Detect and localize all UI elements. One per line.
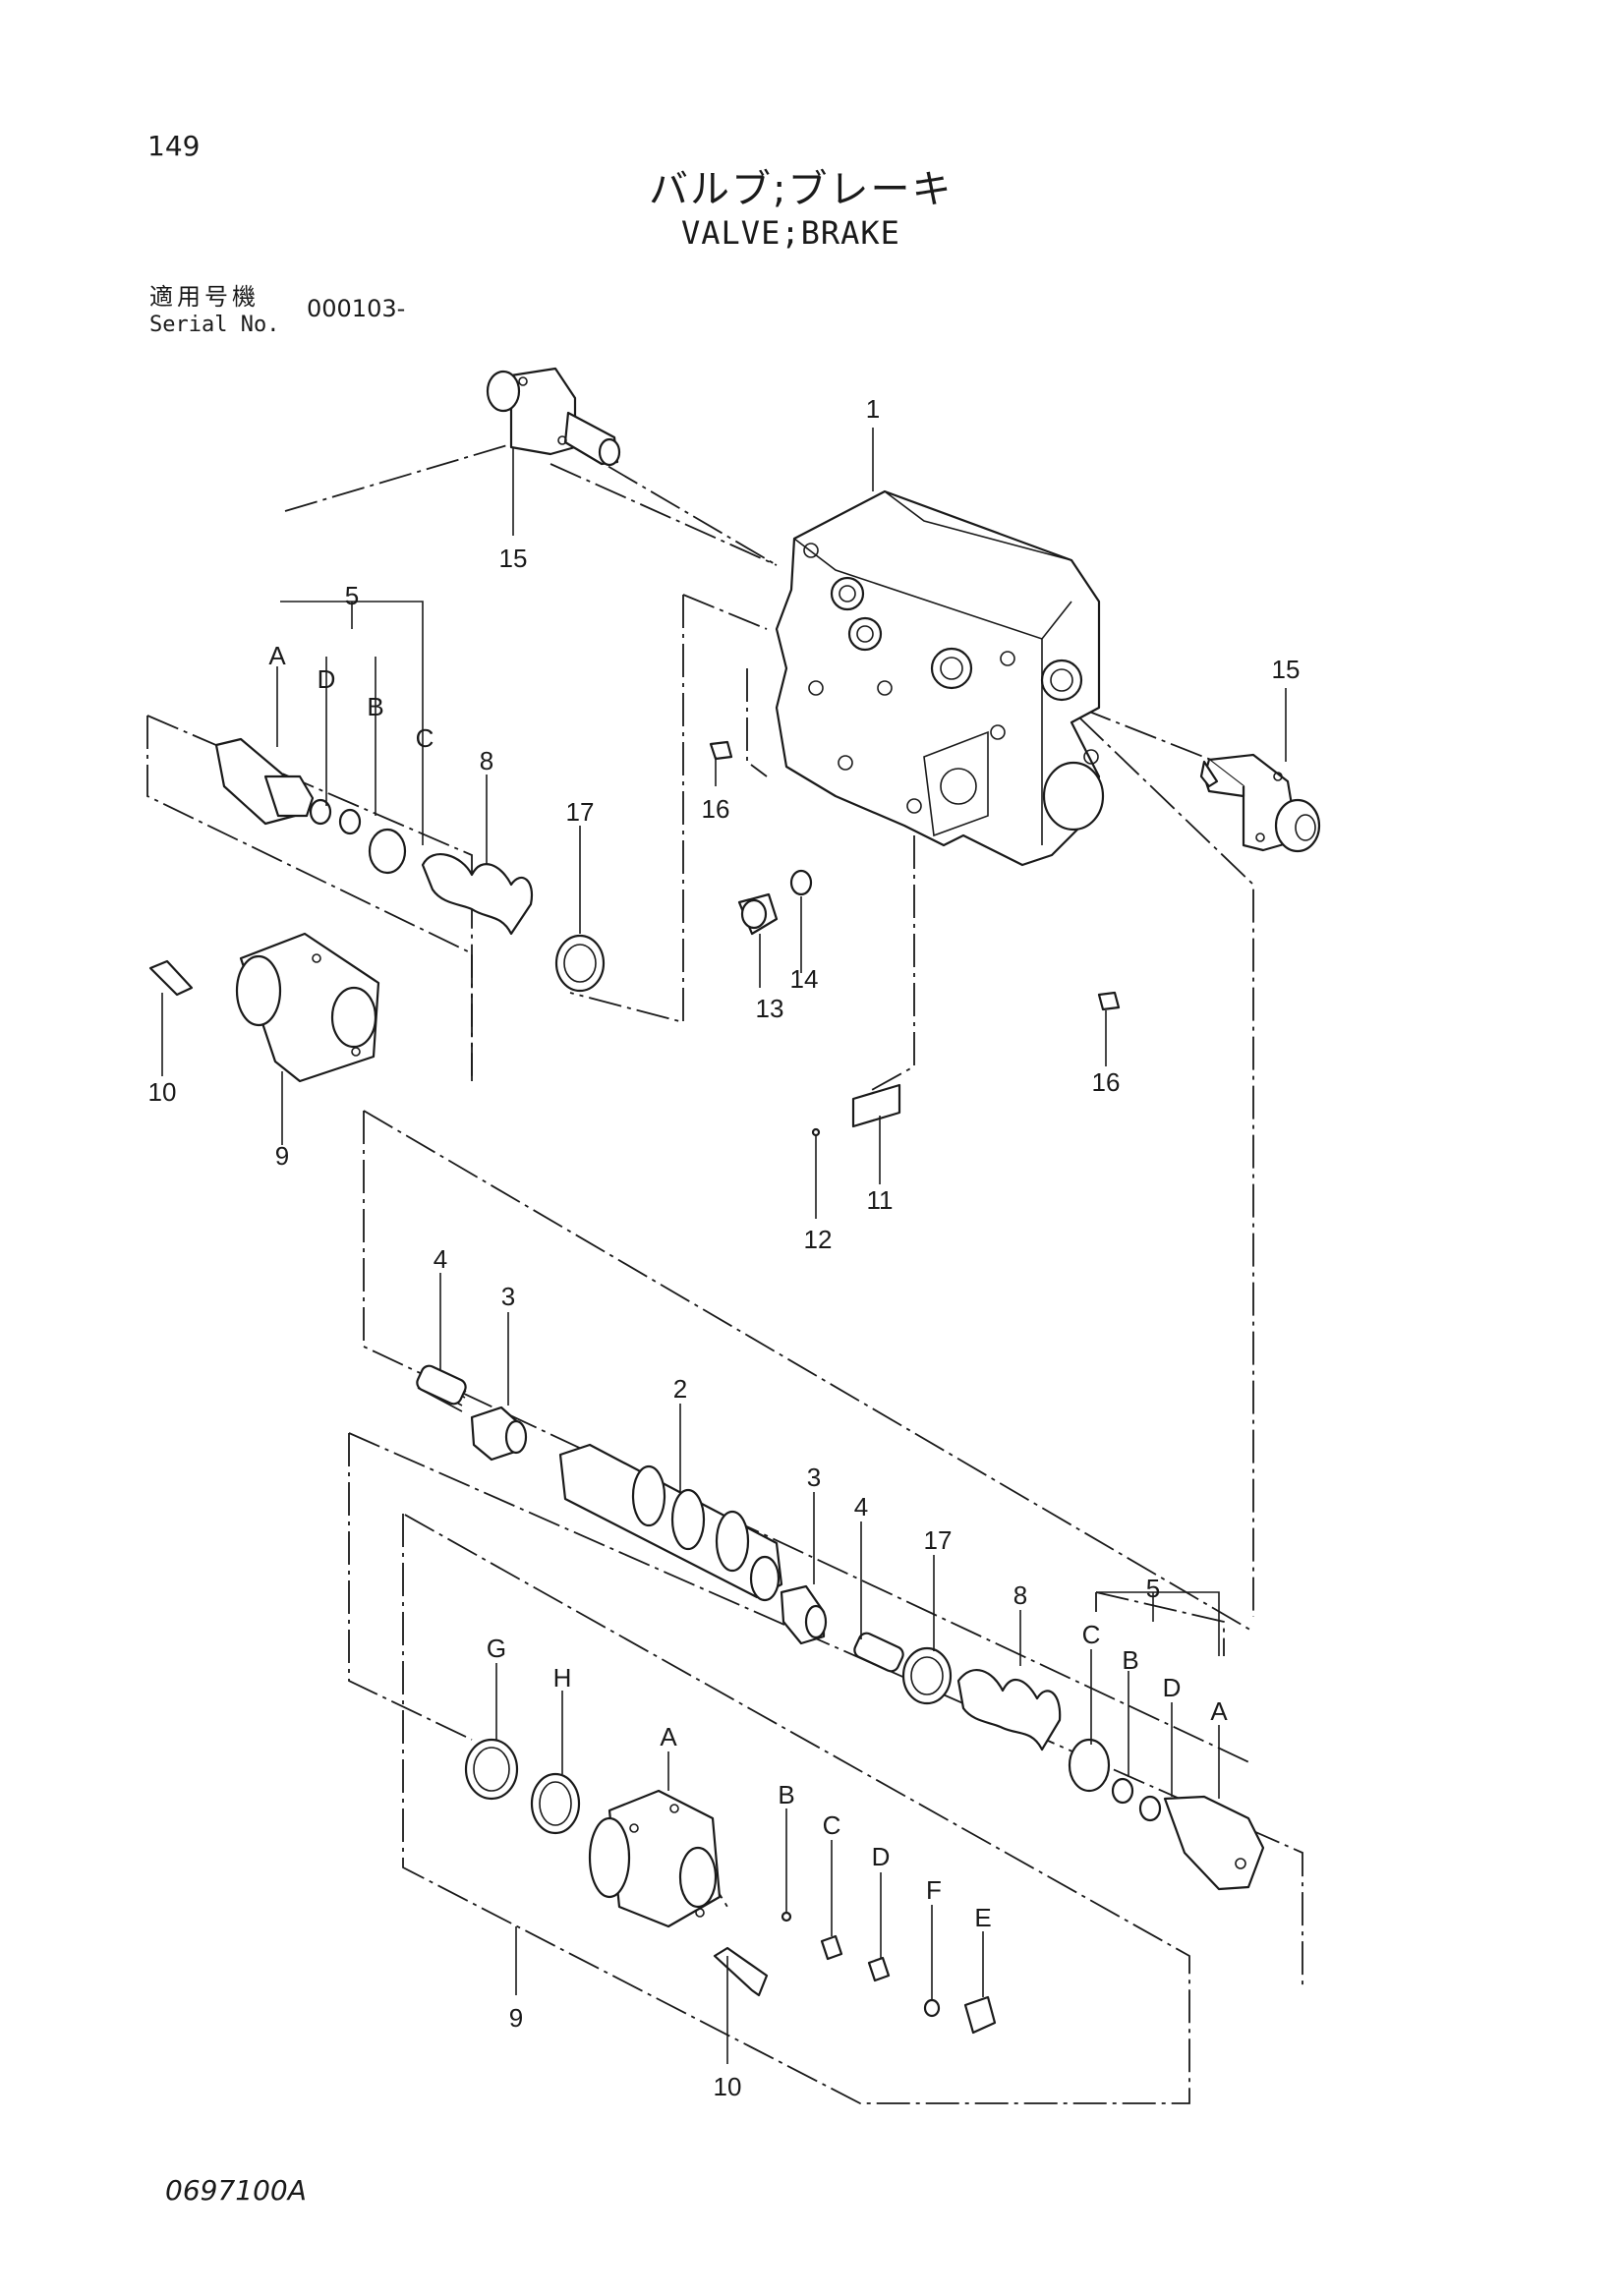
name-plate-part-11 <box>851 1083 901 1128</box>
callout-e-cover: E <box>974 1903 991 1932</box>
callout-c-cover: C <box>823 1810 841 1840</box>
callout-3-left: 3 <box>501 1282 515 1311</box>
o-ring-part-f <box>923 1998 941 2018</box>
callout-a-lower: A <box>1210 1696 1228 1726</box>
callout-labels: 1 15 15 5 A D B C 8 17 16 16 13 14 10 9 … <box>148 394 1301 2101</box>
ball-part-b <box>781 1911 792 1923</box>
callout-h: H <box>553 1663 572 1693</box>
callout-17-upper: 17 <box>566 797 595 827</box>
callout-f-cover: F <box>926 1875 942 1905</box>
pin-part-c <box>820 1934 843 1961</box>
serial-number-range: 000103- <box>307 295 406 322</box>
page-number: 149 <box>147 130 201 162</box>
title-english: VALVE;BRAKE <box>681 214 900 252</box>
stopper-part-3-right <box>780 1584 828 1645</box>
callout-g: G <box>487 1634 506 1663</box>
callout-15-upper: 15 <box>499 544 528 573</box>
callout-4-left: 4 <box>434 1244 447 1274</box>
callout-8-lower: 8 <box>1013 1580 1027 1610</box>
callout-4-right: 4 <box>854 1492 868 1521</box>
seal-ring-h <box>530 1772 581 1835</box>
callout-5-upper: 5 <box>345 581 359 610</box>
bolt-part-10-upper <box>148 959 194 997</box>
callout-16-left: 16 <box>702 794 730 824</box>
serial-label-english: Serial No. <box>149 313 280 337</box>
rivet-part-12 <box>811 1127 821 1137</box>
callout-b-cover: B <box>778 1780 794 1809</box>
callout-d-cover: D <box>872 1842 891 1871</box>
callout-17-lower: 17 <box>924 1525 953 1555</box>
callout-1: 1 <box>866 394 880 424</box>
callout-9-upper: 9 <box>275 1141 289 1171</box>
solenoid-valve-upper <box>486 367 621 467</box>
plug-part-16 <box>709 740 1121 1011</box>
plunger-assembly-lower <box>901 1646 1265 1891</box>
spring-part-4-right <box>853 1632 904 1673</box>
callout-c-lower: C <box>1082 1620 1101 1649</box>
bolt-part-10-lower <box>713 1946 769 1997</box>
callout-2: 2 <box>673 1374 687 1404</box>
callout-c-upper: C <box>416 723 434 753</box>
spring-part-4-left <box>416 1364 467 1412</box>
callout-a-upper: A <box>268 641 286 670</box>
callout-16-right: 16 <box>1092 1067 1121 1097</box>
spring-part-d <box>867 1956 891 1982</box>
callout-8-upper: 8 <box>480 746 493 775</box>
drawing-number: 0697100A <box>165 2174 307 2207</box>
callout-10-upper: 10 <box>148 1077 177 1107</box>
cover-part-9-lower <box>588 1789 722 1928</box>
callout-10-lower: 10 <box>714 2072 742 2101</box>
plug-part-e <box>963 1995 997 2035</box>
valve-body-housing <box>775 489 1105 867</box>
callout-d-lower: D <box>1163 1673 1182 1702</box>
callout-3-right: 3 <box>807 1463 821 1492</box>
callout-b-upper: B <box>367 692 383 721</box>
seal-ring-g <box>464 1738 519 1801</box>
callout-b-lower: B <box>1122 1645 1138 1675</box>
o-ring-part-14 <box>789 869 813 896</box>
callout-a-cover: A <box>660 1722 677 1751</box>
callout-9-lower: 9 <box>509 2003 523 2033</box>
stopper-part-3-left <box>470 1406 528 1462</box>
title-japanese: バルブ;ブレーキ <box>649 167 954 212</box>
serial-label-japanese: 適用号機 <box>149 283 260 311</box>
plug-part-13 <box>737 892 779 936</box>
plunger-assembly-upper <box>214 737 606 993</box>
solenoid-valve-right <box>1199 753 1321 853</box>
callout-14: 14 <box>790 964 819 994</box>
callout-5-lower: 5 <box>1146 1574 1160 1603</box>
callout-d-upper: D <box>318 664 336 694</box>
callout-15-right: 15 <box>1272 655 1301 684</box>
callout-13: 13 <box>756 994 784 1023</box>
callout-12: 12 <box>804 1225 833 1254</box>
spool-part-2 <box>558 1443 783 1602</box>
cover-part-9-upper <box>235 932 380 1083</box>
callout-leader-lines <box>161 428 1287 2064</box>
callout-11: 11 <box>867 1185 894 1215</box>
